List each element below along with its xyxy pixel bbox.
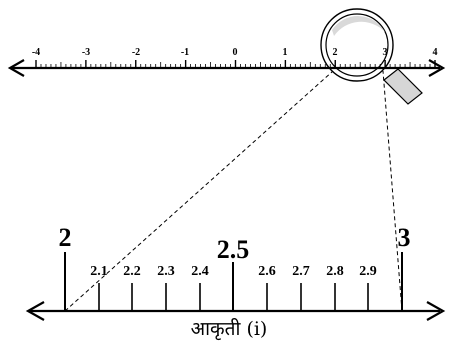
magnifier-shade [332, 16, 385, 36]
bottom-minor-label: 2.1 [90, 264, 108, 279]
bottom-end-label: 3 [398, 223, 411, 252]
bottom-minor-label: 2.9 [359, 264, 377, 279]
bottom-minor-label: 2.4 [191, 264, 209, 279]
projection-line-left [64, 70, 334, 312]
top-tick-label: -4 [32, 47, 40, 58]
bottom-start-label: 2 [59, 223, 72, 252]
top-tick-label: 4 [433, 47, 438, 58]
magnifier-rim [320, 8, 394, 82]
bottom-minor-label: 2.2 [123, 264, 141, 279]
bottom-left-arrowhead [25, 301, 45, 321]
top-tick-labels: -4 -3 -2 -1 0 1 2 3 4 [32, 47, 438, 58]
bottom-minor-label: 2.8 [326, 264, 344, 279]
top-tick-label: -2 [132, 47, 140, 58]
top-tick-label: -3 [82, 47, 90, 58]
magnifier-handle [383, 68, 423, 105]
top-minor-ticks [35, 60, 436, 68]
top-tick-label: 3 [383, 47, 388, 58]
top-tick-label: 1 [283, 47, 288, 58]
bottom-number-line: 2 2.5 3 2.1 2.2 2.3 2.4 2.6 2.7 2.8 2.9 [25, 223, 446, 321]
bottom-minor-label: 2.6 [258, 264, 276, 279]
top-number-line: -4 -3 -2 -1 0 1 2 3 4 [7, 47, 446, 77]
magnifying-glass-icon [320, 8, 423, 105]
top-left-arrowhead [7, 59, 25, 77]
magnifier-lens [325, 13, 389, 77]
top-tick-label: 2 [333, 47, 338, 58]
top-tick-label: -1 [181, 47, 189, 58]
projection-line-right [382, 70, 403, 312]
bottom-minor-label: 2.7 [292, 264, 310, 279]
top-right-arrowhead [428, 59, 446, 77]
figure-caption: आकृती (i) [191, 317, 268, 341]
bottom-mid-label: 2.5 [217, 235, 250, 264]
top-tick-label: 0 [233, 47, 238, 58]
bottom-right-arrowhead [426, 301, 446, 321]
bottom-minor-label: 2.3 [157, 264, 175, 279]
